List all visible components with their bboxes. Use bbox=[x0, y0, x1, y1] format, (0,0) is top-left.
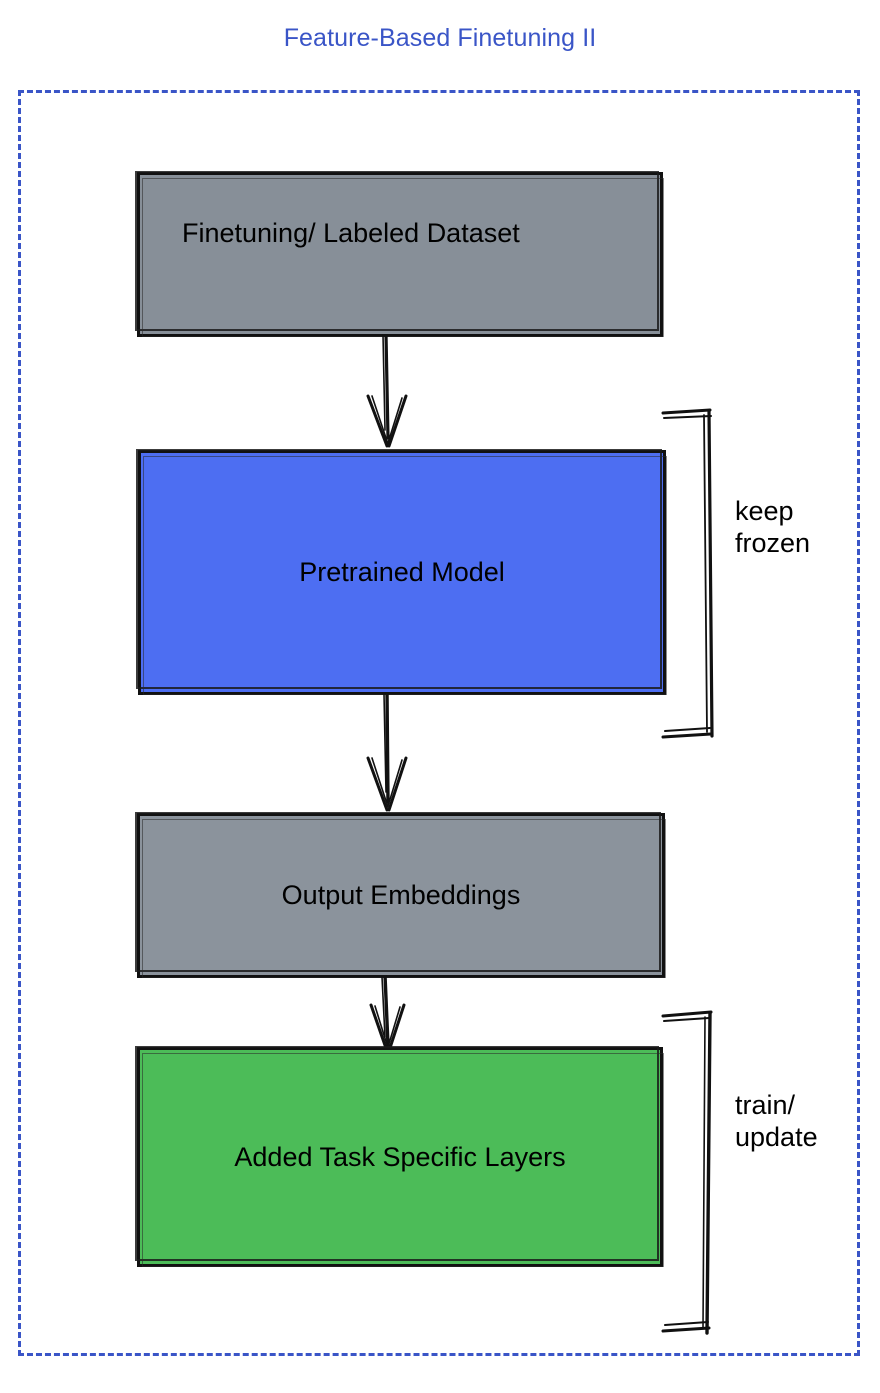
diagram-outer-frame bbox=[18, 90, 860, 1356]
annotation-train-update: train/ update bbox=[735, 1090, 818, 1152]
node-label-embeddings: Output Embeddings bbox=[281, 880, 521, 910]
node-finetuning-labeled-dataset[interactable]: Finetuning/ Labeled Dataset bbox=[135, 171, 664, 337]
node-label-layers: Added Task Specific Layers bbox=[234, 1141, 566, 1172]
annotation-keep-frozen: keep frozen bbox=[735, 496, 811, 558]
node-pretrained-model[interactable]: Pretrained Model bbox=[136, 449, 667, 695]
node-output-embeddings[interactable]: Output Embeddings bbox=[135, 812, 666, 978]
node-label-dataset: Finetuning/ Labeled Dataset bbox=[182, 218, 520, 248]
node-label-pretrained: Pretrained Model bbox=[299, 557, 505, 587]
node-added-task-specific-layers[interactable]: Added Task Specific Layers bbox=[135, 1046, 664, 1267]
page-title: Feature-Based Finetuning II bbox=[283, 24, 597, 52]
